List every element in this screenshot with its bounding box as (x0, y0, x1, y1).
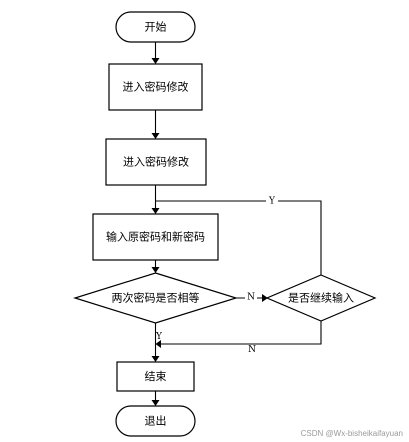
arrowhead-icon (262, 294, 268, 302)
arrowhead-icon (155, 340, 161, 348)
step3-label: 输入原密码和新密码 (106, 230, 205, 244)
start-label: 开始 (145, 20, 167, 34)
exit-label: 退出 (145, 414, 167, 428)
arrowhead-icon (151, 133, 160, 139)
arrowhead-icon (151, 208, 160, 214)
step1-node (108, 63, 203, 111)
end-node (116, 361, 195, 392)
edge-label-d1-yes: Y (155, 332, 163, 342)
arrowhead-icon (151, 400, 160, 406)
edge-d2-no (159, 321, 322, 345)
edge-label-d1-no: N (247, 293, 255, 303)
edge-label-d2-no: N (248, 345, 256, 355)
end-label: 结束 (145, 370, 167, 383)
edge-label-d2-yes: Y (268, 197, 276, 207)
arrowhead-icon (151, 356, 160, 362)
arrowhead-icon (151, 267, 160, 273)
exit-node (115, 405, 196, 437)
decision2-label: 是否继续输入 (288, 291, 354, 305)
edge-d2-loop-yes (155, 200, 322, 275)
step2-label: 进入密码修改 (123, 155, 189, 169)
arrowhead-icon (151, 58, 160, 64)
watermark: CSDN @Wx-bisheikaifayuan (300, 429, 403, 438)
step1-label: 进入密码修改 (123, 80, 189, 94)
decision1-label: 两次密码是否相等 (112, 291, 200, 305)
